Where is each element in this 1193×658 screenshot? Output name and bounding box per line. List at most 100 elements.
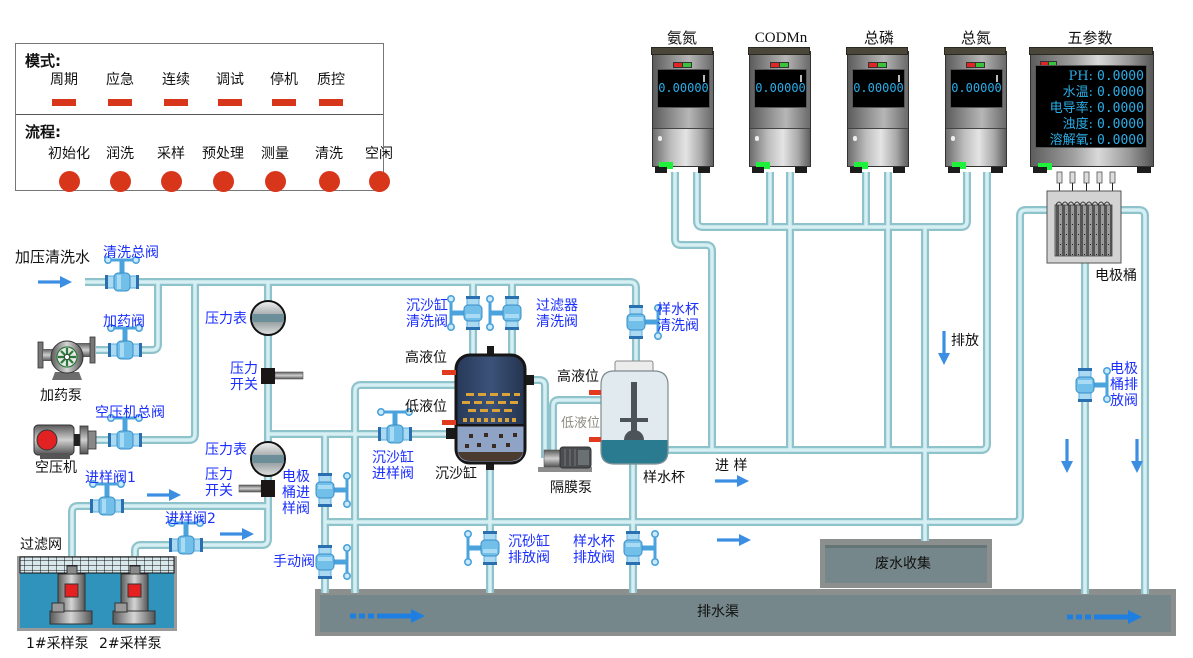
analyzer-value: 0.00000 xyxy=(951,81,1002,95)
valve-cup-wash-label: 样水杯清洗阀 xyxy=(657,302,699,334)
valve-manual[interactable] xyxy=(314,543,352,581)
run-status-led xyxy=(1038,163,1052,170)
analyzer-display: 0.00000 xyxy=(852,69,905,108)
sample-cup-label: 样水杯 xyxy=(643,470,685,486)
process-label: 初始化 xyxy=(48,146,90,162)
param-value: 0.0000 xyxy=(1097,69,1144,84)
process-idle: 空闲 xyxy=(365,146,393,192)
five-param-title: 五参数 xyxy=(1067,29,1113,47)
label-line: 电极 xyxy=(282,469,310,485)
pressure-gauge-1-label: 压力表 xyxy=(205,311,247,327)
process-title: 流程: xyxy=(25,123,61,141)
valve-compressor-main-label: 空压机总阀 xyxy=(95,405,165,421)
param-row-conductivity: 电导率: 0.0000 xyxy=(1036,101,1146,117)
pipe-electrode-feed xyxy=(325,206,1048,526)
electrode-barrel xyxy=(1046,190,1122,264)
process-label: 空闲 xyxy=(365,146,393,162)
run-status-led xyxy=(756,162,770,169)
mode-label: 连续 xyxy=(162,72,190,88)
param-label: 电导率: xyxy=(1049,101,1093,116)
valve-electrode-drain[interactable] xyxy=(1074,366,1112,404)
process-label: 清洗 xyxy=(315,146,343,162)
waste-collection-tank xyxy=(820,539,992,588)
arrow-right-icon xyxy=(220,528,254,540)
param-value: 0.0000 xyxy=(1097,85,1144,100)
process-indicator xyxy=(264,171,286,192)
pipe-highlight xyxy=(325,210,1048,522)
arrow-right-icon xyxy=(715,475,749,487)
status-legend-panel: 模式: 周期 应急 连续 调试 停机 质控 流程: 初始化 润洗 采样 预处理 … xyxy=(15,43,393,192)
mode-periodic[interactable]: 周期 xyxy=(50,72,78,106)
process-indicator xyxy=(318,171,340,192)
sand-tank-label: 沉沙缸 xyxy=(435,466,477,482)
five-param-analyzer[interactable]: PH:0.0000 水温: 0.0000 电导率: 0.0000 浊度: 0.0000… xyxy=(1029,47,1154,173)
mode-continuous[interactable]: 连续 xyxy=(162,72,190,106)
mode-quality-control[interactable]: 质控 xyxy=(317,72,345,106)
pressure-gauge-2-label: 压力表 xyxy=(205,442,247,458)
analyzer-value: 0.00000 xyxy=(755,81,806,95)
valve-sample-inlet-2-label: 进样阀2 xyxy=(165,511,216,527)
discharge-label: 排放 xyxy=(951,333,979,349)
pressure-switch-2 xyxy=(238,480,275,497)
valve-wash-main[interactable] xyxy=(103,255,141,293)
param-value: 0.0000 xyxy=(1097,101,1144,116)
mode-label: 周期 xyxy=(50,72,78,88)
label-line: 沉沙缸 xyxy=(372,450,414,466)
mode-label: 调试 xyxy=(216,72,244,88)
air-compressor[interactable] xyxy=(33,424,97,459)
mode-title: 模式: xyxy=(25,52,61,70)
mode-indicator xyxy=(52,99,76,106)
sampling-pump-1[interactable] xyxy=(49,565,93,625)
process-indicator xyxy=(368,171,390,192)
sampling-pump-2[interactable] xyxy=(112,565,156,625)
arrow-down-icon xyxy=(938,331,950,365)
analyzer-display: 0.00000 xyxy=(754,69,807,108)
label-line: 压力 xyxy=(205,467,233,483)
pressure-gauge-1 xyxy=(250,300,286,336)
label-line: 清洗阀 xyxy=(536,314,578,330)
process-pretreatment: 预处理 xyxy=(202,146,244,192)
valve-wash-main-label: 清洗总阀 xyxy=(103,245,159,261)
air-compressor-label: 空压机 xyxy=(35,460,77,476)
label-line: 过滤器 xyxy=(536,298,578,314)
mode-indicator xyxy=(319,99,343,106)
cup-high-level-label: 高液位 xyxy=(557,369,599,385)
param-label: 水温: xyxy=(1062,85,1093,100)
label-line: 桶进 xyxy=(282,485,310,501)
param-row-ph: PH:0.0000 xyxy=(1036,69,1146,85)
label-line: 排放阀 xyxy=(508,550,550,566)
valve-cup-drain[interactable] xyxy=(622,529,660,567)
filter-screen-label: 过滤网 xyxy=(20,537,62,553)
process-label: 采样 xyxy=(157,146,185,162)
param-label: 溶解氧: xyxy=(1049,133,1093,148)
analyzer-ammonia[interactable]: 0.00000 xyxy=(651,47,714,173)
param-label: 浊度: xyxy=(1062,117,1093,132)
process-label: 润洗 xyxy=(106,146,134,162)
analyzer-display: 0.00000 xyxy=(950,69,1003,108)
sand-tank-low-level-sensor xyxy=(442,420,456,425)
valve-sand-tank-wash[interactable] xyxy=(446,294,484,332)
mode-stop[interactable]: 停机 xyxy=(270,72,298,106)
run-status-led xyxy=(659,162,673,169)
mode-emergency[interactable]: 应急 xyxy=(106,72,134,106)
arrow-right-icon xyxy=(147,489,181,501)
analyzer-total-phosphorus[interactable]: 0.00000 xyxy=(846,47,909,173)
valve-sand-tank-drain[interactable] xyxy=(463,529,501,567)
valve-electrode-inlet[interactable] xyxy=(314,471,352,509)
diaphragm-pump[interactable] xyxy=(538,446,592,472)
power-led xyxy=(682,62,692,68)
analyzer-codmn[interactable]: 0.00000 xyxy=(748,47,811,173)
sampling-pump-2-label: 2#采样泵 xyxy=(99,636,162,652)
sand-settling-tank xyxy=(442,346,534,470)
mode-debug[interactable]: 调试 xyxy=(216,72,244,106)
label-line: 样阀 xyxy=(282,501,310,517)
pipe-analyzer-collector xyxy=(693,172,971,231)
label-line: 清洗阀 xyxy=(657,318,699,334)
valve-sand-tank-inlet-label: 沉沙缸进样阀 xyxy=(372,450,414,482)
valve-filter-wash[interactable] xyxy=(485,294,523,332)
valve-manual-label: 手动阀 xyxy=(273,554,315,570)
analyzer-total-nitrogen[interactable]: 0.00000 xyxy=(944,47,1007,173)
analyzer-name: CODMn xyxy=(754,30,808,46)
dosing-pump[interactable] xyxy=(37,336,96,380)
